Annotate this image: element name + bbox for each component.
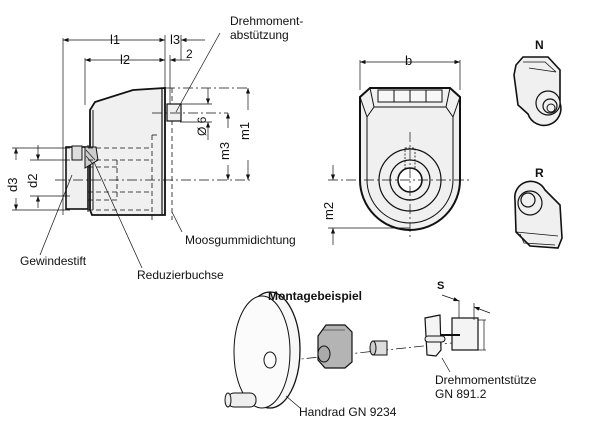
mounting-example-drawing xyxy=(224,291,491,409)
label-torque-support-line1: Drehmoment- xyxy=(230,14,304,28)
variant-r-drawing xyxy=(513,180,563,249)
label-reducer-bushing: Reduzierbuchse xyxy=(137,268,224,282)
dim-s: S xyxy=(437,280,445,292)
dim-d3: d3 xyxy=(5,177,20,192)
variant-r-label: R xyxy=(535,166,544,180)
dim-dia6: Ø 6 xyxy=(195,116,209,136)
variant-n-drawing xyxy=(513,56,562,127)
variant-n-label: N xyxy=(535,38,544,52)
dim-l3: l3 xyxy=(170,32,181,47)
dim-l2: l2 xyxy=(120,52,131,67)
label-torque-support-product-line2: GN 891.2 xyxy=(435,387,487,401)
dim-b: b xyxy=(405,53,413,68)
label-rubber-seal: Moosgummidichtung xyxy=(185,233,296,247)
label-handwheel: Handrad GN 9234 xyxy=(299,405,397,419)
dim-offset-2: 2 xyxy=(186,47,193,61)
front-view xyxy=(328,59,470,245)
label-set-screw: Gewindestift xyxy=(20,254,87,268)
dim-d2: d2 xyxy=(25,173,40,188)
side-view xyxy=(12,32,251,269)
dim-l1: l1 xyxy=(110,32,121,47)
mounting-example-title: Montagebeispiel xyxy=(268,289,363,303)
label-torque-support-line2: abstützung xyxy=(230,28,289,42)
dim-m2: m2 xyxy=(321,201,336,220)
dim-m3: m3 xyxy=(217,141,232,160)
dim-m1: m1 xyxy=(237,121,252,140)
label-torque-support-product-line1: Drehmomentstütze xyxy=(435,373,537,387)
